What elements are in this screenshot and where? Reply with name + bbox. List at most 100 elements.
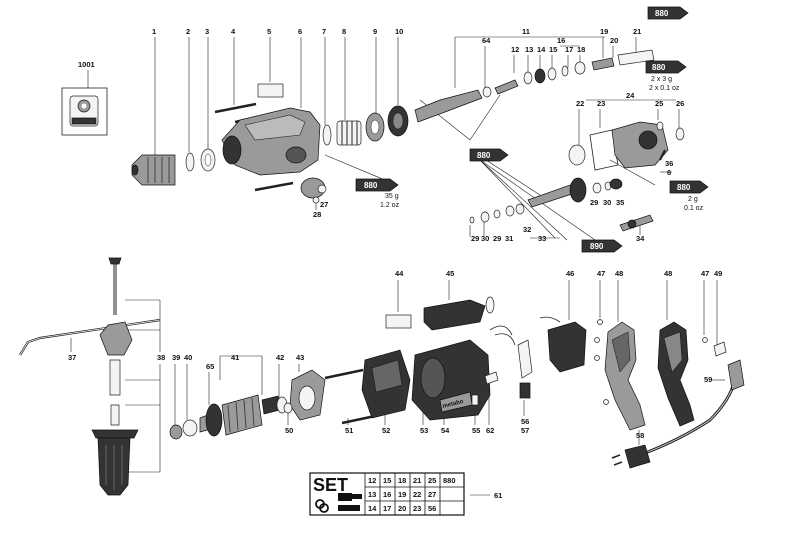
grease-tube-880-e: 880 2 g 0.1 oz (669, 180, 709, 212)
callout-14: 14 (537, 45, 546, 54)
callout-22: 22 (576, 99, 584, 108)
svg-text:880: 880 (655, 9, 669, 18)
grease-tube-880-b: 880 (469, 148, 509, 162)
parts-12-20 (523, 49, 655, 85)
callout-1: 1 (152, 27, 156, 36)
callout-24: 24 (626, 91, 635, 100)
part-7-ring (322, 124, 332, 146)
set-cell: 23 (413, 504, 421, 513)
part-23-seal (589, 129, 619, 171)
part-2-ring (185, 152, 195, 172)
set-cell: 56 (428, 504, 436, 513)
callout-5: 5 (267, 27, 271, 36)
part-59-cable-sleeve (727, 359, 745, 391)
callout-26: 26 (676, 99, 684, 108)
part-9-clutch (365, 112, 385, 142)
part-56-57-capacitor (519, 382, 531, 399)
part-25-26-bolts (656, 121, 685, 141)
part-22-ring (568, 144, 586, 166)
part-40-bearing (182, 419, 198, 437)
set-cell: 880 (443, 476, 456, 485)
part-11-spindle (414, 79, 519, 123)
callout-29c: 29 (590, 198, 598, 207)
part-37-depth-stop-rod (19, 318, 161, 356)
part-48-handle-right (657, 321, 695, 427)
set-cell: 22 (413, 490, 421, 499)
grease-tube-880-c: 880 (647, 6, 689, 20)
set-title: SET (313, 475, 348, 495)
bottom-leader-lines (70, 280, 725, 496)
set-table: SET 12 15 18 21 25 880 13 16 19 22 27 14… (309, 472, 465, 516)
set-cell: 25 (428, 476, 436, 485)
grease-tube-880-d: 880 2 x 3 g 2 x 0.1 oz (645, 60, 687, 92)
callout-31: 31 (505, 234, 513, 243)
part-6-gear-housing (221, 107, 321, 176)
part-45-housing-cover (423, 296, 516, 346)
callout-53: 53 (420, 426, 428, 435)
callout-48b: 48 (664, 269, 672, 278)
grease-tube-890: 890 (581, 239, 623, 253)
part-39-bearing (169, 424, 183, 440)
callout-35: 35 (616, 198, 624, 207)
set-cell: 20 (398, 504, 406, 513)
part-1-drill-chuck (131, 154, 176, 186)
callout-42: 42 (276, 353, 284, 362)
grease-amount-2x3g: 2 x 3 g (651, 76, 672, 83)
svg-text:880: 880 (364, 181, 378, 190)
callout-27: 27 (320, 200, 328, 209)
callout-25: 25 (655, 99, 663, 108)
callout-58: 58 (636, 431, 644, 440)
callout-30c: 30 (603, 198, 611, 207)
top-leader-lines (154, 36, 680, 241)
callout-15: 15 (549, 45, 557, 54)
set-cell: 14 (368, 504, 377, 513)
set-cell: 18 (398, 476, 406, 485)
callout-39: 39 (172, 353, 180, 362)
callout-32: 32 (523, 225, 531, 234)
callout-56: 56 (521, 417, 529, 426)
svg-text:880: 880 (677, 183, 691, 192)
parts-29-31-washers (469, 203, 525, 224)
part-34-pinion (619, 214, 654, 232)
bottom-callouts: 37 38 39 40 41 42 43 44 45 46 47 48 48 4… (68, 269, 722, 500)
callout-34: 34 (636, 234, 645, 243)
callout-43: 43 (296, 353, 304, 362)
part-58-power-cable (611, 379, 737, 469)
callout-62: 62 (486, 426, 494, 435)
callout-9: 9 (373, 27, 377, 36)
callout-61: 61 (494, 491, 502, 500)
grease-amount-2g: 2 g (688, 196, 698, 203)
callout-52: 52 (382, 426, 390, 435)
brand-text: metabo (442, 399, 464, 410)
part-49-cable-clamp (713, 341, 727, 357)
part-8-spring (336, 120, 362, 146)
grease-amount-35g: 35 g (385, 193, 399, 200)
set-cell: 19 (398, 490, 406, 499)
callout-18: 18 (577, 45, 585, 54)
part-48-handle-left (604, 321, 646, 431)
part-24-intermediate-flange (611, 121, 669, 169)
callout-40: 40 (184, 353, 192, 362)
part-44-label (385, 314, 412, 329)
set-cell: 16 (383, 490, 391, 499)
grease-amount-2x3g-oz: 2 x 0.1 oz (649, 85, 680, 92)
svg-text:880: 880 (652, 63, 666, 72)
callout-19: 19 (600, 27, 608, 36)
part-32-gear-shaft (527, 177, 623, 208)
callout-47a: 47 (597, 269, 605, 278)
part-10-gear (387, 105, 409, 137)
part-27-28-knob (300, 177, 327, 204)
part-52-field-winding (361, 349, 411, 419)
callout-11: 11 (522, 27, 530, 36)
part-47-screws (594, 319, 708, 405)
callout-59: 59 (704, 375, 712, 384)
callout-47b: 47 (701, 269, 709, 278)
set-cell: 27 (428, 490, 436, 499)
callout-65: 65 (206, 362, 214, 371)
grease-amount-2g-oz: 0.1 oz (684, 205, 704, 212)
callout-33: 33 (538, 234, 546, 243)
part-55-clip (471, 394, 479, 406)
callout-16: 16 (557, 36, 565, 45)
part-38-auxiliary-handle (91, 257, 139, 496)
